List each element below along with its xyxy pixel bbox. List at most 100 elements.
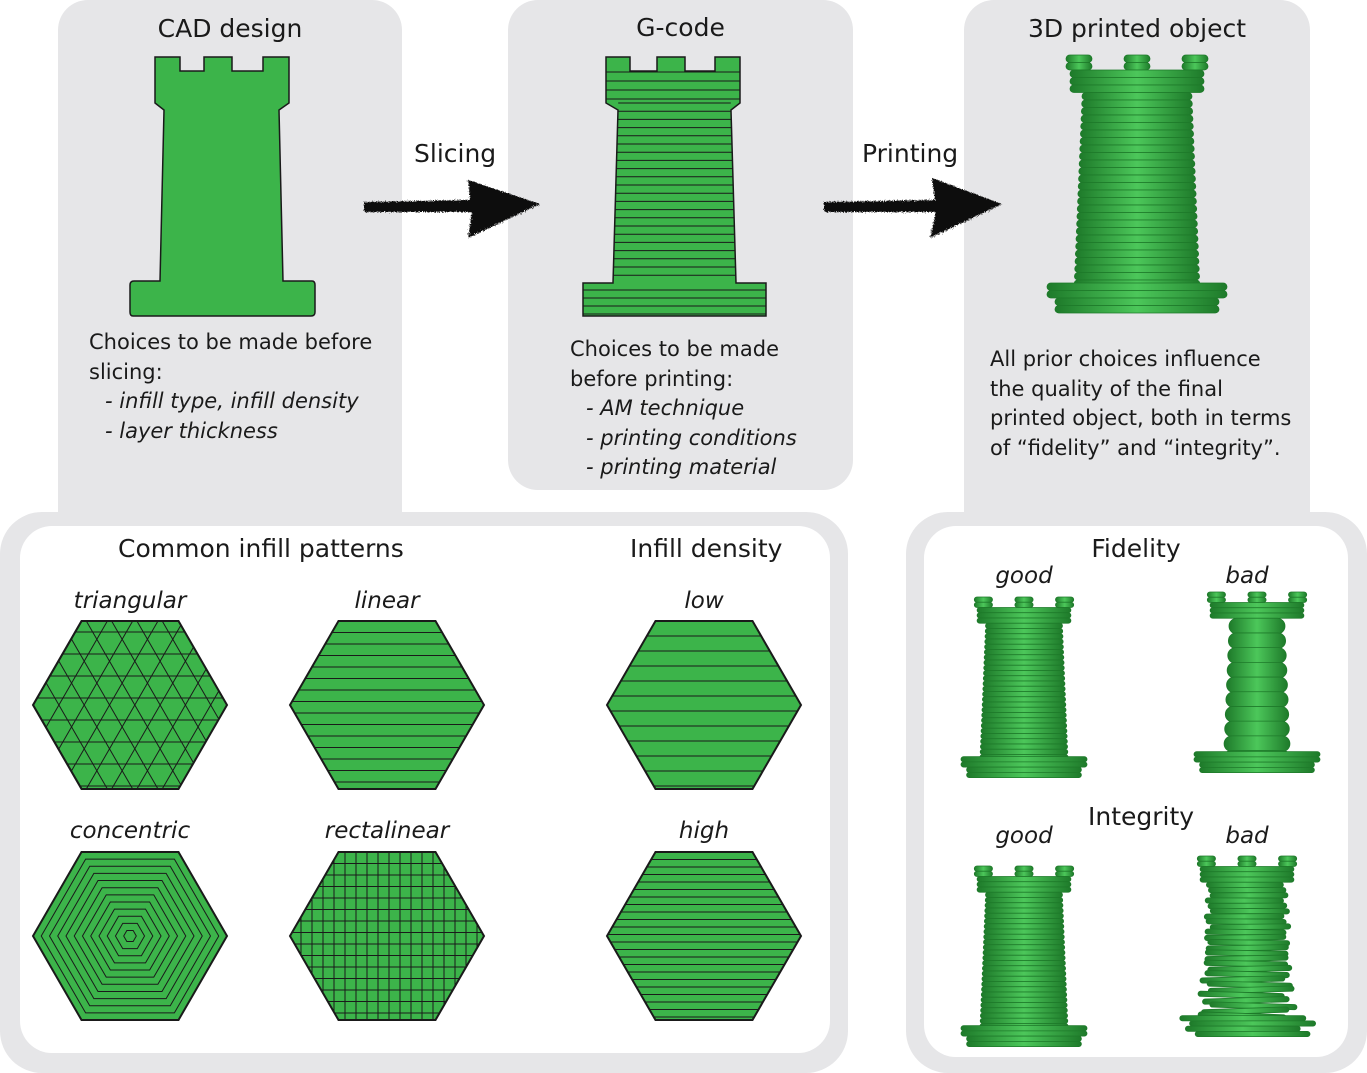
printed-desc-line-2: the quality of the final [990, 376, 1223, 401]
top-band-layer [1069, 69, 1205, 78]
body-layer [982, 680, 1066, 687]
body-layer [1208, 887, 1287, 894]
body-layer [1209, 892, 1289, 899]
body-layer [983, 654, 1065, 661]
body-layer [1076, 204, 1198, 213]
body-layer [983, 928, 1065, 935]
gcode-title: G-code [636, 13, 725, 42]
base-layer [1194, 1030, 1311, 1037]
infill-line [0, 359, 31, 1052]
cad-tower-shape [129, 56, 316, 317]
printed-description: All prior choices influence the quality … [990, 345, 1291, 463]
label-triangular: triangular [73, 588, 187, 614]
body-layer [1228, 617, 1286, 635]
hex-fill [33, 851, 227, 1021]
battlement-layer [1123, 62, 1151, 71]
battlement-layer [1206, 591, 1226, 598]
top-band-layer [1069, 84, 1205, 93]
body-layer [1081, 92, 1193, 101]
body-layer [980, 743, 1068, 750]
body-layer [1075, 242, 1199, 251]
hex-rectalinear [288, 850, 486, 1021]
hex-outline [288, 619, 486, 791]
body-layer [1224, 706, 1290, 723]
cad-desc-line-1: Choices to be made before [89, 330, 373, 354]
printed-desc-line-3: printed object, both in terms [990, 406, 1292, 430]
body-layer [980, 733, 1068, 740]
body-layer [982, 696, 1066, 703]
body-layer [982, 944, 1066, 951]
base-layer [1199, 766, 1315, 773]
infill-line [33, 620, 227, 790]
battlement-layer [1055, 870, 1075, 877]
battlement-layer [1014, 601, 1034, 608]
fidelity-bad-tower [1193, 591, 1321, 773]
battlement-layer [1278, 860, 1298, 867]
infill-line [0, 359, 6, 1052]
infill-patterns-title: Common infill patterns [118, 534, 404, 563]
battlement-layer [1014, 596, 1034, 603]
body-layer [984, 643, 1064, 650]
infill-ring [123, 930, 137, 942]
fidelity-bad-label: bad [1225, 563, 1269, 589]
integrity-bad-label: bad [1225, 823, 1269, 849]
body-layer [985, 891, 1063, 898]
body-layer [979, 1017, 1069, 1024]
infill-ring [57, 872, 203, 1000]
battlement-layer [1206, 596, 1226, 603]
battlement-layer [973, 601, 993, 608]
cad-desc-line-2: slicing: [89, 359, 163, 384]
body-layer [980, 1012, 1068, 1019]
infill-ring [114, 922, 146, 950]
body-layer [1206, 881, 1284, 888]
battlement-layer [1123, 54, 1151, 63]
body-layer [982, 675, 1066, 682]
base-layer [1046, 282, 1228, 291]
gcode-item-conditions: - printing conditions [586, 425, 797, 450]
body-layer [1075, 227, 1199, 236]
base-layer [966, 1035, 1082, 1042]
body-layer [981, 975, 1067, 982]
battlement-layer [1278, 855, 1298, 862]
body-layer [983, 939, 1065, 946]
body-layer [1080, 122, 1194, 131]
label-rectalinear: rectalinear [324, 818, 450, 844]
battlement-layer [973, 865, 993, 872]
base-layer [1199, 761, 1315, 768]
hex-fill [607, 851, 801, 1021]
body-layer [1074, 264, 1200, 273]
body-layer [984, 907, 1064, 914]
printed-desc-line-4: of “fidelity” and “integrity”. [990, 435, 1281, 460]
body-layer [1074, 272, 1200, 281]
body-layer [1078, 159, 1196, 168]
body-layer [980, 738, 1068, 745]
body-layer [1074, 249, 1200, 258]
body-layer [980, 996, 1068, 1003]
body-layer [980, 727, 1068, 734]
label-linear: linear [354, 588, 420, 614]
hex-fill [290, 620, 484, 790]
body-layer [1224, 720, 1290, 738]
body-layer [984, 638, 1064, 645]
infill-ring [73, 887, 187, 985]
hex-high-density [605, 850, 803, 1021]
label-concentric: concentric [69, 818, 191, 844]
body-layer [1074, 257, 1200, 266]
body-layer [983, 659, 1065, 666]
body-layer [1227, 632, 1287, 650]
body-layer [1223, 735, 1291, 752]
body-layer [1079, 137, 1195, 146]
battlement-layer [1055, 601, 1075, 608]
body-layer [983, 923, 1065, 930]
battlement-layer [1288, 591, 1308, 598]
base-layer [960, 1030, 1088, 1037]
infill-line [33, 620, 227, 790]
body-layer [982, 685, 1066, 692]
printed-title: 3D printed object [1027, 14, 1247, 43]
body-layer [983, 664, 1065, 671]
body-layer [1076, 219, 1198, 228]
fidelity-good-tower [960, 596, 1088, 778]
base-layer [966, 771, 1082, 778]
battlement-layer [1196, 855, 1216, 862]
battlement-layer [1065, 54, 1093, 63]
